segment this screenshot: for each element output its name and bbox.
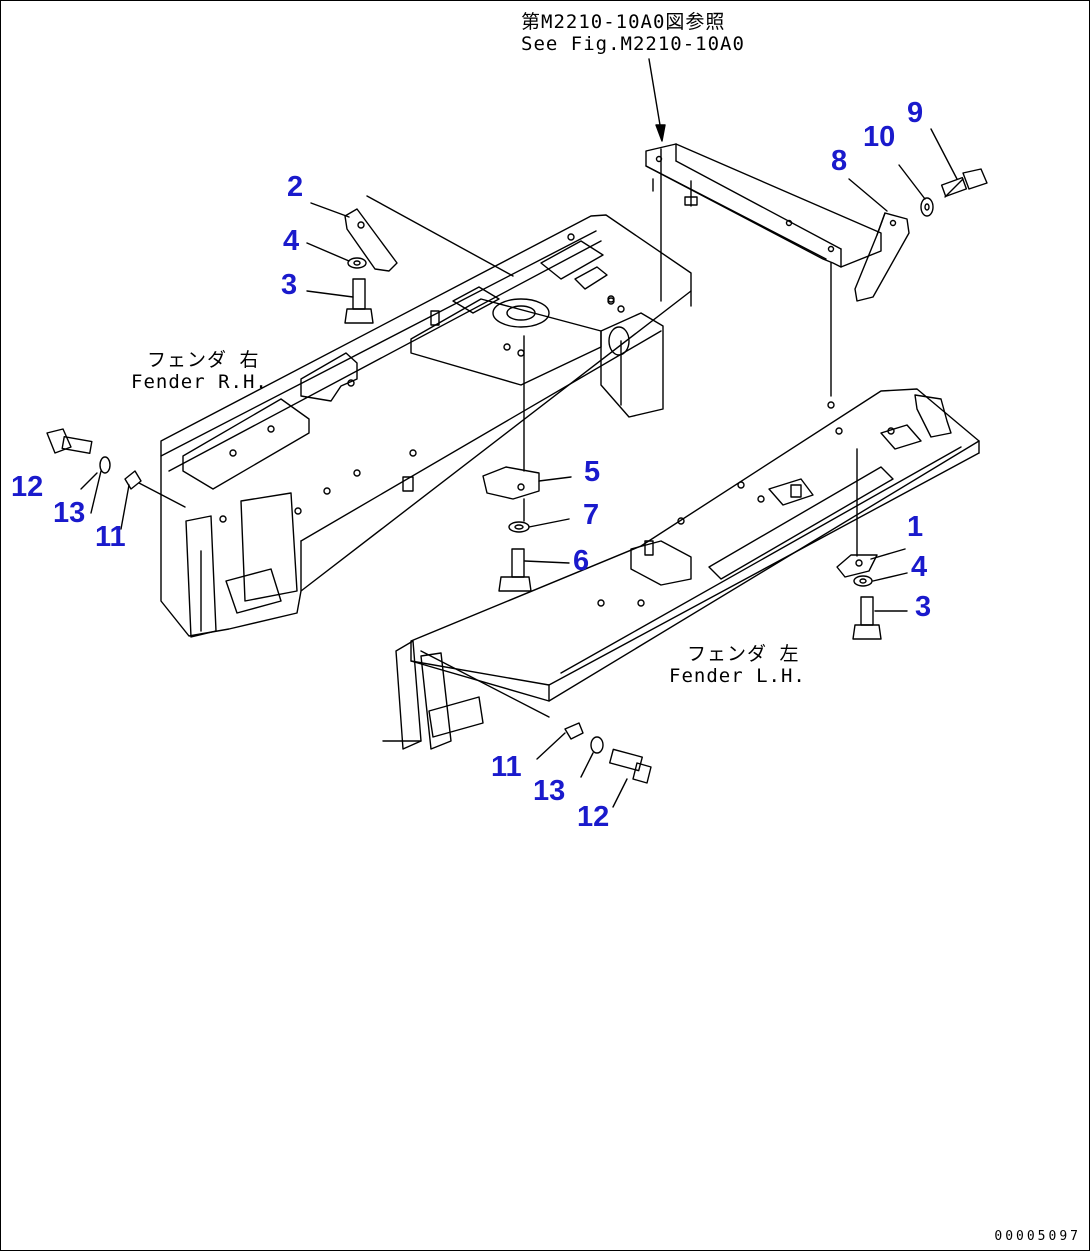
washer-10 xyxy=(920,197,934,217)
bolt-3-lower xyxy=(852,596,882,640)
bolt-6 xyxy=(498,548,532,592)
bracket-2 xyxy=(344,195,514,277)
reference-arrow xyxy=(648,58,666,142)
callout-7: 7 xyxy=(583,499,600,531)
callout-10: 10 xyxy=(863,121,896,153)
plate-5 xyxy=(482,466,540,500)
reference-note-en: See Fig.M2210-10A0 xyxy=(521,33,745,55)
side-bracket xyxy=(854,212,910,302)
bolt-12-lh xyxy=(608,748,652,784)
upper-cross-bracket xyxy=(645,143,882,268)
washer-4-lower xyxy=(853,575,873,587)
washer-4-upper xyxy=(347,257,367,269)
callout-13-lh: 13 xyxy=(533,775,566,807)
fender-lh xyxy=(382,388,980,750)
caption-fender-lh-en: Fender L.H. xyxy=(669,665,806,687)
callout-1: 1 xyxy=(907,511,924,543)
callout-13-rh: 13 xyxy=(53,497,86,529)
reference-note-jp: 第M2210-10A0図参照 xyxy=(521,11,726,33)
caption-fender-rh-en: Fender R.H. xyxy=(131,371,268,393)
callout-11-rh: 11 xyxy=(95,521,126,553)
callout-11-lh: 11 xyxy=(491,751,522,783)
callout-4-lower: 4 xyxy=(911,551,928,583)
caption-fender-lh-jp: フェンダ 左 xyxy=(687,643,800,665)
document-number: 00005097 xyxy=(994,1229,1081,1244)
washer-13-lh xyxy=(590,736,604,754)
callout-12-lh: 12 xyxy=(577,801,610,833)
callout-3-lower: 3 xyxy=(915,591,932,623)
fender-rh xyxy=(160,214,692,638)
callout-6: 6 xyxy=(573,545,590,577)
washer-7 xyxy=(508,521,530,533)
washer-13-rh xyxy=(99,456,111,474)
callout-8: 8 xyxy=(831,145,848,177)
callout-3-upper: 3 xyxy=(281,269,298,301)
bracket-1 xyxy=(836,554,878,578)
callout-4-upper: 4 xyxy=(283,225,300,257)
callout-12-rh: 12 xyxy=(11,471,44,503)
caption-fender-rh-jp: フェンダ 右 xyxy=(147,349,260,371)
bolt-9 xyxy=(940,168,988,198)
bolt-12-rh xyxy=(46,428,93,455)
clip-11-lh xyxy=(420,650,584,740)
leader-lines xyxy=(80,128,958,808)
clip-11-rh xyxy=(124,470,186,508)
bolt-3-upper xyxy=(344,278,374,324)
callout-5: 5 xyxy=(584,456,601,488)
callout-9: 9 xyxy=(907,97,924,129)
callout-2: 2 xyxy=(287,171,304,203)
